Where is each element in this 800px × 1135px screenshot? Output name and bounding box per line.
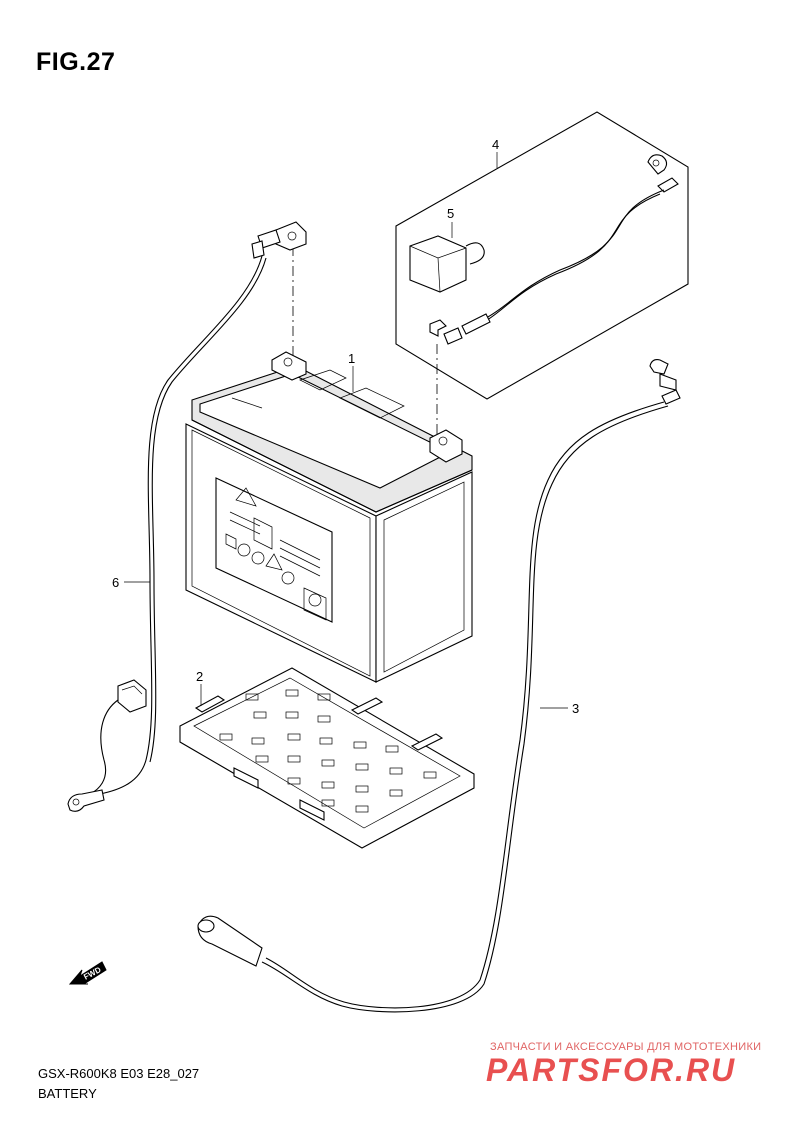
terminal-cover-part [409,235,485,293]
callout-6: 6 [112,575,120,590]
callout-5: 5 [447,206,455,221]
watermark-logo: PARTSFOR.RU [486,1052,737,1088]
model-code: GSX-R600K8 E03 E28_027 [38,1066,200,1081]
callout-1: 1 [348,351,356,366]
callout-4: 4 [492,137,500,152]
negative-cable-part [67,221,307,812]
section-name: BATTERY [38,1086,97,1101]
battery-part [185,351,473,683]
battery-tray-part [179,667,475,849]
figure-title: FIG.27 [36,48,116,76]
fwd-arrow-icon: FWD [68,961,107,985]
kit-cable [429,154,679,345]
assembly-guide-lines [292,246,438,434]
positive-cable-part [197,359,681,1013]
tray-slots [219,689,437,813]
watermark-tagline: ЗАПЧАСТИ И АКСЕССУАРЫ ДЛЯ МОТОТЕХНИКИ [490,1041,762,1053]
callout-3: 3 [572,701,580,716]
callout-leaders [124,152,568,709]
callout-2: 2 [196,669,204,684]
